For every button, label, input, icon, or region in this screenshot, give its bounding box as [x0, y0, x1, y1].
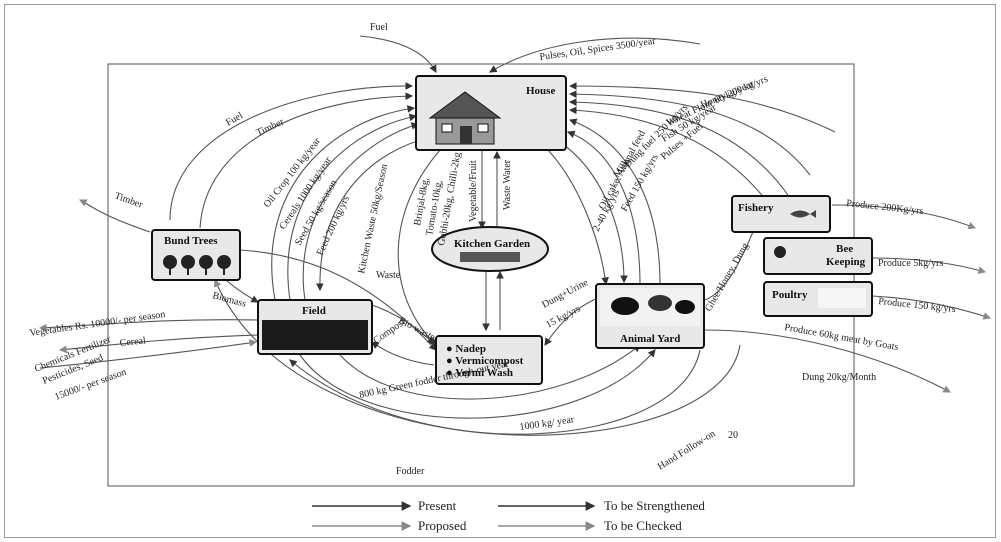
flow-label: Ghee/Honey, Dung [703, 241, 751, 313]
flow-label: Bio waste [397, 315, 438, 344]
nadep-node: ● Nadep ● Vermicompost ● Vermi Wash [435, 335, 543, 385]
flow-label: Waste [376, 270, 401, 281]
flow-label: Fodder [396, 466, 425, 477]
flow-label: Produce 200Kg/yrs [846, 198, 924, 217]
page-number: 20 [728, 430, 738, 441]
svg-text:● Vermi Wash: ● Vermi Wash [446, 367, 513, 379]
legend-strengthened-label: To be Strengthened [604, 498, 705, 513]
poultry-label: Poultry [772, 289, 808, 301]
poultry-icon [818, 288, 866, 308]
flow-label: Vegetable/Fruit [468, 160, 479, 222]
flow-label: Kitchen Waste 50kg/Season [356, 163, 390, 275]
bee-label: Bee [836, 243, 853, 255]
house-node: House [415, 75, 567, 151]
fishery-node: Fishery [731, 195, 831, 233]
flow-label: Fuel [370, 22, 388, 33]
garden-plants-icon [460, 252, 520, 262]
flow-label: Cereal [119, 335, 146, 349]
svg-text:● Nadep: ● Nadep [446, 343, 486, 355]
legend-present-label: Present [418, 498, 457, 513]
kitchen-garden-node: Kitchen Garden [431, 226, 549, 272]
bee-keeping-node: Bee Keeping [763, 237, 873, 275]
bund-trees-label: Bund Trees [164, 235, 218, 247]
poultry-node: Poultry [763, 281, 873, 317]
bund-trees-node: Bund Trees [151, 229, 241, 281]
house-icon [428, 91, 502, 145]
house-label: House [526, 85, 555, 97]
vermi-wash-label: Vermi Wash [455, 367, 513, 379]
flow-label: Hand Follow-on [656, 428, 718, 472]
legend-checked-label: To be Checked [604, 518, 682, 533]
kitchen-garden-label: Kitchen Garden [454, 238, 530, 250]
keeping-label: Keeping [826, 256, 866, 268]
bee-icon [774, 246, 786, 258]
flow-label: Fuel [224, 110, 245, 129]
flow-label: Timber [255, 116, 287, 139]
animal-yard-label: Animal Yard [620, 333, 680, 345]
flow-label: Produce 150 kg/yrs [878, 296, 957, 315]
tree-icon [163, 255, 231, 275]
flow-label: Dung 20kg/Month [802, 372, 876, 383]
field-crop-icon [262, 320, 368, 350]
flow-arrows [38, 35, 992, 436]
animal-yard-node: Animal Yard [595, 283, 705, 349]
flow-label: 1000 kg/ year [519, 414, 576, 433]
flow-label: Timber [113, 190, 145, 211]
svg-text:● Vermicompost: ● Vermicompost [446, 355, 524, 367]
flow-label: Vegetables Rs. 10000/- per season [29, 309, 166, 339]
fishery-label: Fishery [738, 202, 774, 214]
nadep-label: Nadep [455, 343, 486, 355]
field-node: Field [257, 299, 373, 355]
flow-label: Produce 5kg/yrs [878, 258, 943, 269]
field-label: Field [302, 305, 326, 317]
flow-label: Waste Water [502, 159, 513, 210]
flow-label: Produce 60kg meat by Goats [783, 322, 899, 353]
vermicompost-label: Vermicompost [455, 355, 523, 367]
legend: Present To be Strengthened Proposed To b… [312, 498, 705, 533]
legend-proposed-label: Proposed [418, 518, 467, 533]
fish-icon [790, 210, 816, 218]
